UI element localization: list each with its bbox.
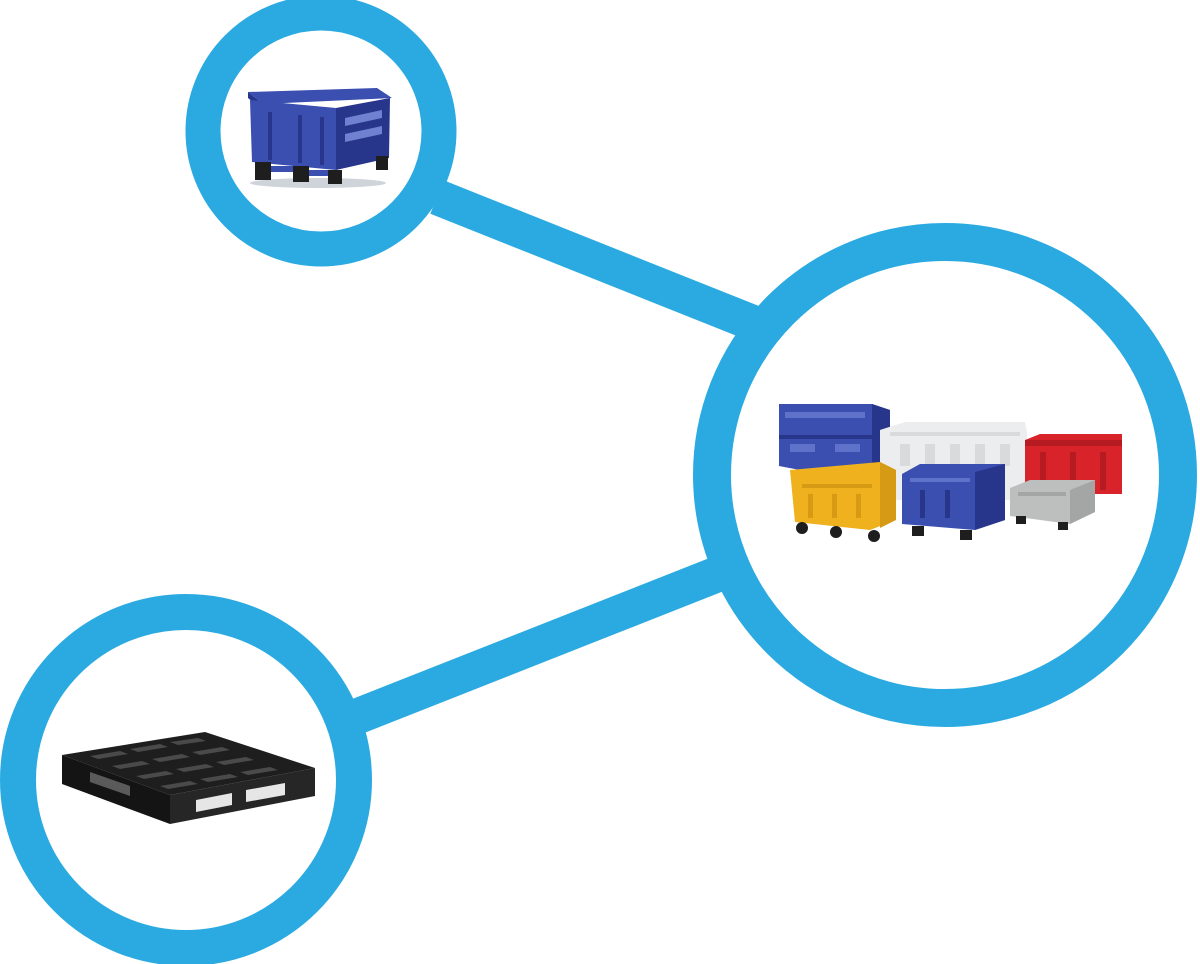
connector-bottom bbox=[336, 555, 730, 739]
pallet-image bbox=[62, 732, 315, 824]
lidded-bin-image bbox=[248, 88, 392, 188]
bin-collection-image bbox=[779, 404, 1122, 542]
connector-top bbox=[430, 180, 765, 342]
